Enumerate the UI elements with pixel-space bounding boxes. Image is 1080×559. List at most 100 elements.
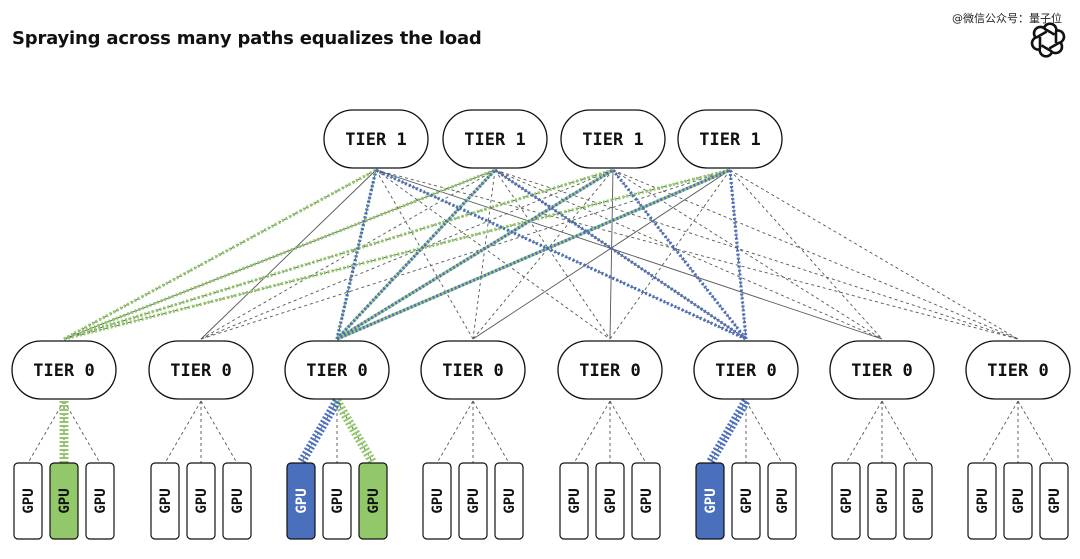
gpu-link xyxy=(164,400,202,464)
tier0-node: TIER 0 xyxy=(420,340,526,400)
gpu-label: GPU xyxy=(1011,488,1027,513)
gpu-label: GPU xyxy=(330,488,346,513)
mesh-link xyxy=(494,169,883,340)
gpu-link xyxy=(200,400,238,464)
gpu-box: GPU xyxy=(767,462,797,540)
tier0-node: TIER 0 xyxy=(148,340,254,400)
gpu-box: GPU xyxy=(1039,462,1069,540)
gpu-box: GPU xyxy=(150,462,180,540)
gpu-label: GPU xyxy=(839,488,855,513)
mesh-link xyxy=(200,169,614,340)
tier0-node: TIER 0 xyxy=(829,340,935,400)
gpu-box: GPU xyxy=(595,462,625,540)
gpu-box: GPU xyxy=(222,462,252,540)
gpu-label: GPU xyxy=(430,488,446,513)
tier1-label: TIER 1 xyxy=(345,130,406,150)
gpu-link xyxy=(63,400,101,464)
gpu-box: GPU xyxy=(494,462,524,540)
gpu-label: GPU xyxy=(21,488,37,513)
gpu-label: GPU xyxy=(194,488,210,513)
flow-link xyxy=(375,168,747,341)
gpu-box: GPU xyxy=(49,462,79,540)
tier0-node: TIER 0 xyxy=(693,340,799,400)
gpu-label: GPU xyxy=(639,488,655,513)
gpu-label: GPU xyxy=(875,488,891,513)
flow-link xyxy=(297,398,341,466)
flow-link xyxy=(336,168,731,341)
flow-link xyxy=(728,169,748,340)
gpu-label: GPU xyxy=(366,488,382,513)
gpu-box: GPU xyxy=(322,462,352,540)
flow-link xyxy=(63,168,377,341)
flow-link xyxy=(335,168,497,341)
gpu-box: GPU xyxy=(186,462,216,540)
mesh-link xyxy=(494,169,1019,340)
tier0-label: TIER 0 xyxy=(170,361,231,381)
gpu-label: GPU xyxy=(1047,488,1063,513)
gpu-box: GPU xyxy=(903,462,933,540)
flow-link xyxy=(335,169,378,340)
mesh-link xyxy=(729,169,1019,340)
gpu-box: GPU xyxy=(867,462,897,540)
tier0-label: TIER 0 xyxy=(306,361,367,381)
gpu-label: GPU xyxy=(230,488,246,513)
mesh-link xyxy=(375,169,883,340)
openai-logo-icon xyxy=(1030,22,1066,58)
tier0-label: TIER 0 xyxy=(851,361,912,381)
flow-link xyxy=(333,398,377,466)
tier0-label: TIER 0 xyxy=(987,361,1048,381)
mesh-link xyxy=(472,169,496,340)
tier0-label: TIER 0 xyxy=(442,361,503,381)
flow-link xyxy=(63,168,731,341)
mesh-link xyxy=(375,169,1019,340)
tier0-node: TIER 0 xyxy=(284,340,390,400)
gpu-box: GPU xyxy=(967,462,997,540)
tier0-node: TIER 0 xyxy=(557,340,663,400)
gpu-box: GPU xyxy=(85,462,115,540)
mesh-link xyxy=(609,169,731,340)
green-flow-layer xyxy=(59,168,731,466)
gpu-link xyxy=(845,400,883,464)
gpu-link xyxy=(1017,400,1055,464)
mesh-link xyxy=(472,169,731,340)
gpu-label: GPU xyxy=(466,488,482,513)
gpu-label: GPU xyxy=(158,488,174,513)
gpu-box: GPU xyxy=(631,462,661,540)
mesh-link xyxy=(375,169,611,340)
gpu-link xyxy=(745,400,783,464)
mesh-link xyxy=(375,169,747,340)
tier1-node: TIER 1 xyxy=(560,109,666,169)
mesh-link xyxy=(336,169,377,340)
mesh-link xyxy=(494,169,611,340)
mesh-link xyxy=(609,169,614,340)
mesh-link xyxy=(63,169,377,340)
tier0-label: TIER 0 xyxy=(579,361,640,381)
mesh-link xyxy=(200,169,496,340)
mesh-link xyxy=(200,169,731,340)
gpu-label: GPU xyxy=(603,488,619,513)
flow-link xyxy=(494,168,747,341)
gpu-link xyxy=(881,400,919,464)
gpu-label: GPU xyxy=(739,488,755,513)
gpu-box: GPU xyxy=(1003,462,1033,540)
blue-flow-layer xyxy=(297,168,750,466)
mesh-link xyxy=(200,169,377,340)
page-title: Spraying across many paths equalizes the… xyxy=(12,28,482,49)
gpu-link xyxy=(27,400,65,464)
gpu-link xyxy=(609,400,647,464)
flow-link xyxy=(335,168,497,341)
gpu-box: GPU xyxy=(731,462,761,540)
gpu-label: GPU xyxy=(93,488,109,513)
tier1-label: TIER 1 xyxy=(582,130,643,150)
flow-link xyxy=(63,168,496,341)
tier1-node: TIER 1 xyxy=(442,109,548,169)
gpu-box: GPU xyxy=(458,462,488,540)
mesh-link xyxy=(375,169,474,340)
gpu-box: GPU xyxy=(695,462,725,540)
gpu-link xyxy=(436,400,474,464)
gpu-label: GPU xyxy=(703,488,719,513)
gpu-box: GPU xyxy=(559,462,589,540)
tier1-node: TIER 1 xyxy=(323,109,429,169)
